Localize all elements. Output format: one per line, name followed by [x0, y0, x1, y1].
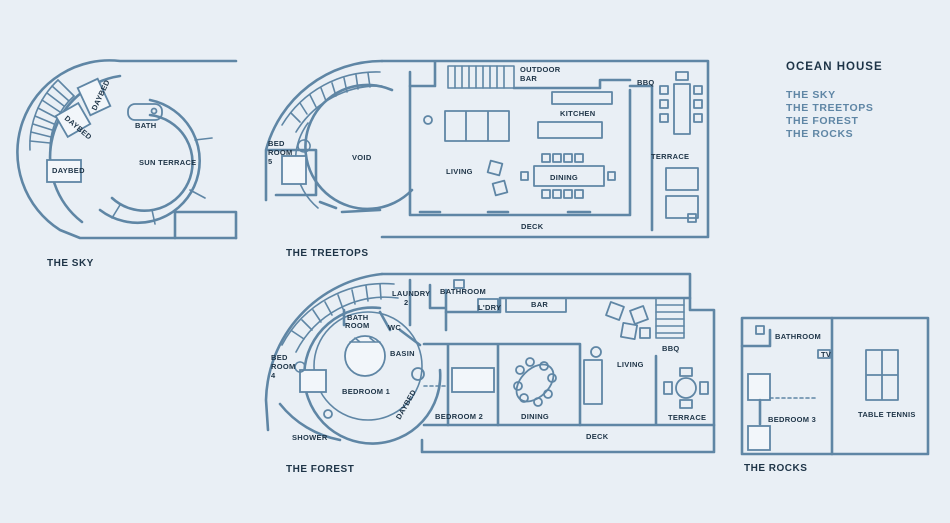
- label-bedroom-4-3: 4: [271, 371, 276, 380]
- legend-item-treetops[interactable]: THE TREETOPS: [786, 102, 874, 114]
- table-tennis-table: [865, 349, 899, 401]
- label-forest-daybed: DAYBED: [394, 388, 418, 421]
- label-sky-bath: BATH: [135, 121, 156, 130]
- sky-outer-wall: [16, 59, 238, 240]
- label-ldry: L'DRY: [478, 303, 501, 312]
- forest-living-sofa: [583, 359, 603, 405]
- rocks-bed-3a: [747, 373, 771, 401]
- label-forest-terrace: TERRACE: [668, 413, 706, 422]
- treetops-void: [304, 83, 414, 211]
- treetops-dining-table: [520, 153, 616, 199]
- forest-stairs: [281, 282, 399, 353]
- treetops-outdoor-bar-stairs: [447, 65, 515, 89]
- legend-title: OCEAN HOUSE: [786, 61, 883, 73]
- label-outdoor-bar-2: BAR: [520, 74, 537, 83]
- label-treetops-dining: DINING: [550, 173, 578, 182]
- label-bedroom-2: BEDROOM 2: [435, 412, 483, 421]
- label-treetops-deck: DECK: [521, 222, 544, 231]
- floor-plan-sky: SUN TERRACE BATH DAYBED DAYBED DAYBED TH…: [16, 59, 238, 269]
- caption-forest: THE FOREST: [286, 464, 354, 475]
- forest-bed-4: [299, 369, 327, 393]
- label-outdoor-bar-1: OUTDOOR: [520, 65, 561, 74]
- treetops-bed-5: [281, 155, 307, 185]
- label-basin: BASIN: [390, 349, 415, 358]
- treetops-terrace-seating: [659, 83, 703, 223]
- rocks-bed-3b: [747, 425, 771, 451]
- rocks-tv: [817, 349, 831, 359]
- legend-item-rocks[interactable]: THE ROCKS: [786, 128, 853, 140]
- caption-sky: THE SKY: [47, 258, 94, 269]
- kitchen-island: [537, 121, 603, 139]
- forest-bedroom1-wall: [302, 306, 442, 445]
- label-bedroom-5-1: BED: [268, 139, 285, 148]
- sky-daybed-3: [46, 159, 82, 183]
- caption-rocks: THE ROCKS: [744, 463, 807, 474]
- label-bath-room-2: ROOM: [345, 321, 370, 330]
- label-forest-dining: DINING: [521, 412, 549, 421]
- caption-treetops: THE TREETOPS: [286, 248, 369, 259]
- label-forest-bbq: BBQ: [662, 344, 680, 353]
- legend: OCEAN HOUSE THE SKY THE TREETOPS THE FOR…: [786, 61, 883, 140]
- treetops-sofa: [444, 110, 510, 142]
- forest-bedroom1-bed: [344, 335, 386, 377]
- label-bedroom-3: BEDROOM 3: [768, 415, 816, 424]
- label-bedroom-5-3: 5: [268, 157, 272, 166]
- label-treetops-living: LIVING: [446, 167, 473, 176]
- forest-terrace-table: [663, 367, 709, 409]
- label-bedroom-4-1: BED: [271, 353, 288, 362]
- label-bedroom-5-2: ROOM: [268, 148, 293, 157]
- forest-living-chairs: [605, 301, 651, 341]
- label-forest-bathroom: BATHROOM: [440, 287, 486, 296]
- label-bedroom-4-2: ROOM: [271, 362, 296, 371]
- forest-bed-2: [451, 367, 495, 393]
- label-shower: SHOWER: [292, 433, 328, 442]
- forest-right-stairs: [655, 297, 685, 339]
- sky-daybed-2: [54, 101, 92, 139]
- floor-plan-rocks: BATHROOM TV BEDROOM 3 TABLE TENNIS THE R…: [740, 316, 930, 474]
- label-void: VOID: [352, 153, 372, 162]
- legend-item-sky[interactable]: THE SKY: [786, 89, 836, 101]
- label-bath-room-1: BATH: [347, 313, 368, 322]
- label-bedroom-1: BEDROOM 1: [342, 387, 390, 396]
- label-treetops-terrace: TERRACE: [651, 152, 689, 161]
- kitchen-counter: [551, 91, 613, 105]
- sky-bath-tub: [127, 103, 163, 121]
- treetops-stairs: [281, 71, 383, 133]
- label-laundry-2-2: 2: [404, 298, 408, 307]
- label-sun-terrace: SUN TERRACE: [139, 158, 196, 167]
- forest-bar-counter: [505, 297, 567, 313]
- label-forest-bar: BAR: [531, 300, 548, 309]
- label-rocks-bathroom: BATHROOM: [775, 332, 821, 341]
- label-wc: WC: [388, 323, 401, 332]
- forest-dining-table: [513, 357, 557, 407]
- sky-daybed-1: [76, 77, 112, 117]
- floor-plan-forest: LAUNDRY 2 BATHROOM L'DRY BAR BATH ROOM W…: [264, 272, 716, 475]
- label-laundry-2-1: LAUNDRY: [392, 289, 431, 298]
- label-forest-deck: DECK: [586, 432, 609, 441]
- label-sky-daybed-3: DAYBED: [52, 166, 85, 175]
- label-rocks-tv: TV: [821, 350, 831, 359]
- sky-stairs: [29, 79, 75, 151]
- label-treetops-bbq: BBQ: [637, 78, 655, 87]
- label-kitchen: KITCHEN: [560, 109, 595, 118]
- label-forest-living: LIVING: [617, 360, 644, 369]
- floor-plan-treetops: OUTDOOR BAR BBQ KITCHEN BED ROOM 5 VOID …: [264, 59, 710, 259]
- label-table-tennis: TABLE TENNIS: [858, 410, 916, 419]
- legend-item-forest[interactable]: THE FOREST: [786, 115, 859, 127]
